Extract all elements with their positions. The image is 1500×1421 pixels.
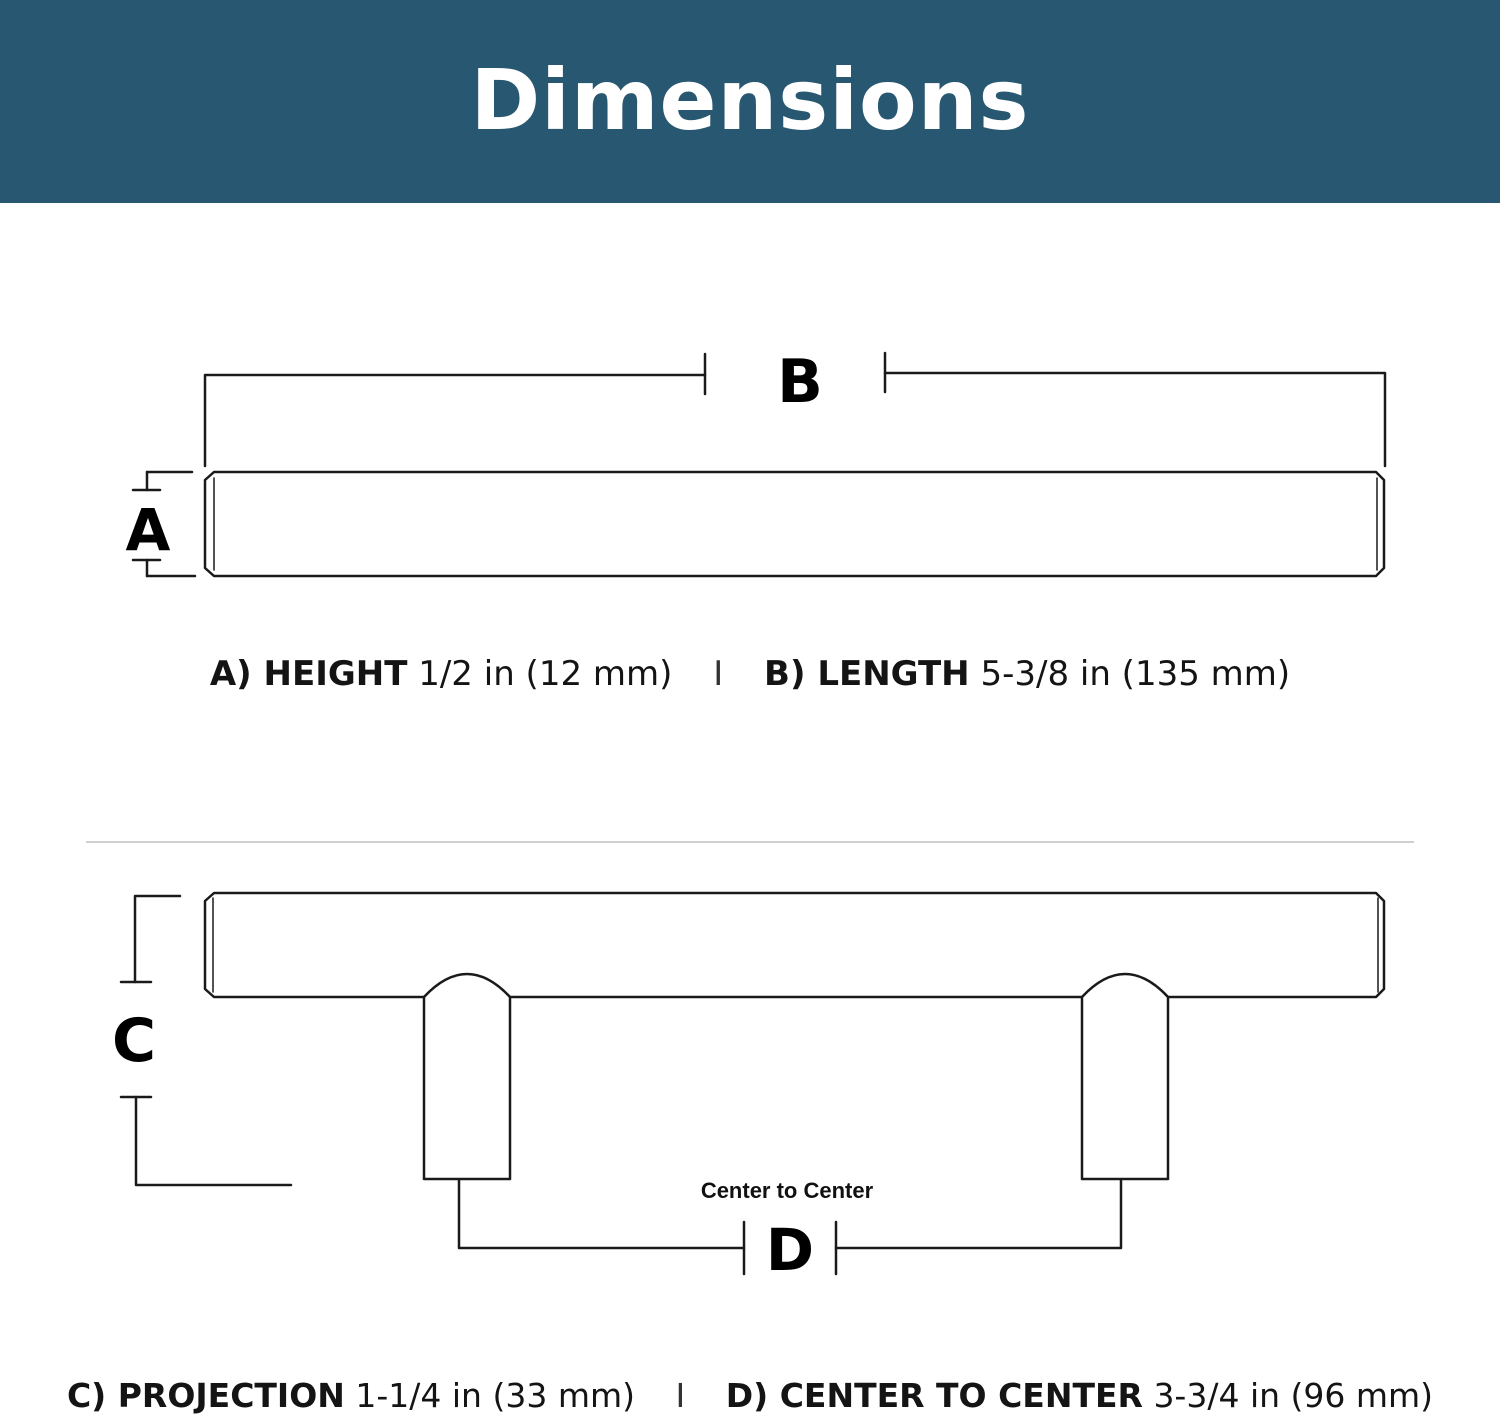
spec-a-key: A) HEIGHT [209, 654, 408, 694]
dimension-b-line [203, 351, 1387, 468]
spec-c-key: C) PROJECTION [66, 1376, 345, 1415]
dimension-d-line [457, 1178, 1123, 1276]
page-title: Dimensions [470, 50, 1030, 149]
spec-a-value: 1/2 in (12 mm) [418, 654, 673, 694]
label-a: A [126, 496, 171, 564]
header-banner: Dimensions [0, 0, 1500, 203]
spec-d-value: 3-3/4 in (96 mm) [1153, 1376, 1434, 1415]
section-divider [86, 841, 1414, 843]
spec-separator: I [675, 1376, 686, 1415]
dimension-a-bracket [131, 470, 197, 578]
spec-b-value: 5-3/8 in (135 mm) [980, 654, 1291, 694]
spec-b-key: B) LENGTH [764, 654, 970, 694]
label-b: B [777, 347, 823, 417]
spec-separator: I [713, 654, 724, 694]
dimension-c-bracket [119, 894, 293, 1187]
center-to-center-caption: Center to Center [701, 1178, 874, 1203]
bar-top-view [203, 470, 1386, 578]
spec-d-key: D) CENTER TO CENTER [725, 1376, 1143, 1415]
spec-row-bottom: C) PROJECTION 1-1/4 in (33 mm) I D) CENT… [0, 1376, 1500, 1415]
label-d: D [766, 1216, 814, 1284]
spec-row-top: A) HEIGHT 1/2 in (12 mm) I B) LENGTH 5-3… [0, 654, 1500, 694]
spec-c-value: 1-1/4 in (33 mm) [355, 1376, 635, 1415]
handle-front-view [203, 891, 1386, 1181]
label-c: C [112, 1006, 156, 1076]
